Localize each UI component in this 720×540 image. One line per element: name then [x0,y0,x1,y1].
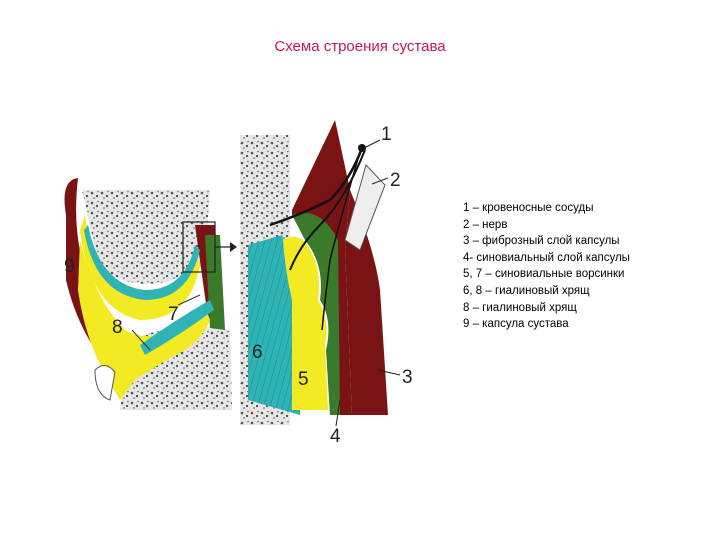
synovial-band-lower [140,300,214,355]
hyaline-cartilage-6 [248,235,300,415]
legend-item: 5, 7 – синовиальные ворсинки [463,268,625,281]
legend-item: 6, 8 – гиалиновый хрящ [463,284,590,297]
legend-item: 2 – нерв [463,218,508,231]
synovial-layer-4 [292,212,350,415]
cartilage-large [78,240,210,400]
bone-head-upper [82,190,210,284]
arrow-icon [230,242,237,252]
synovial-villi-5 [283,236,328,410]
joint-section-left [64,178,237,410]
label-6: 6 [252,342,263,363]
label-7: 7 [168,304,179,325]
page-title: Схема строения сустава [274,38,446,55]
capsule-magnified [240,120,401,427]
bone-lower-left [94,365,116,401]
legend-item: 9 – капсула сустава [463,318,569,331]
label-5: 5 [298,369,309,390]
legend-item: 3 – фиброзный слой капсулы [463,235,620,248]
legend-item: 8 – гиалиновый хрящ [463,301,577,314]
legend: 1 – кровеносные сосуды 2 – нерв 3 – фибр… [463,200,630,333]
synovial-band-head [84,225,200,300]
nerve-2 [344,164,386,251]
label-8: 8 [112,317,123,338]
label-9: 9 [64,256,75,277]
label-4: 4 [330,426,341,447]
blood-vessel-1c [321,151,361,331]
label-3: 3 [402,367,413,388]
blood-vessel-1 [269,147,364,227]
label-1: 1 [381,124,392,145]
legend-item: 1 – кровеносные сосуды [463,202,594,214]
legend-item: 4- синовиальный слой капсулы [463,251,630,264]
label-2: 2 [390,170,401,191]
